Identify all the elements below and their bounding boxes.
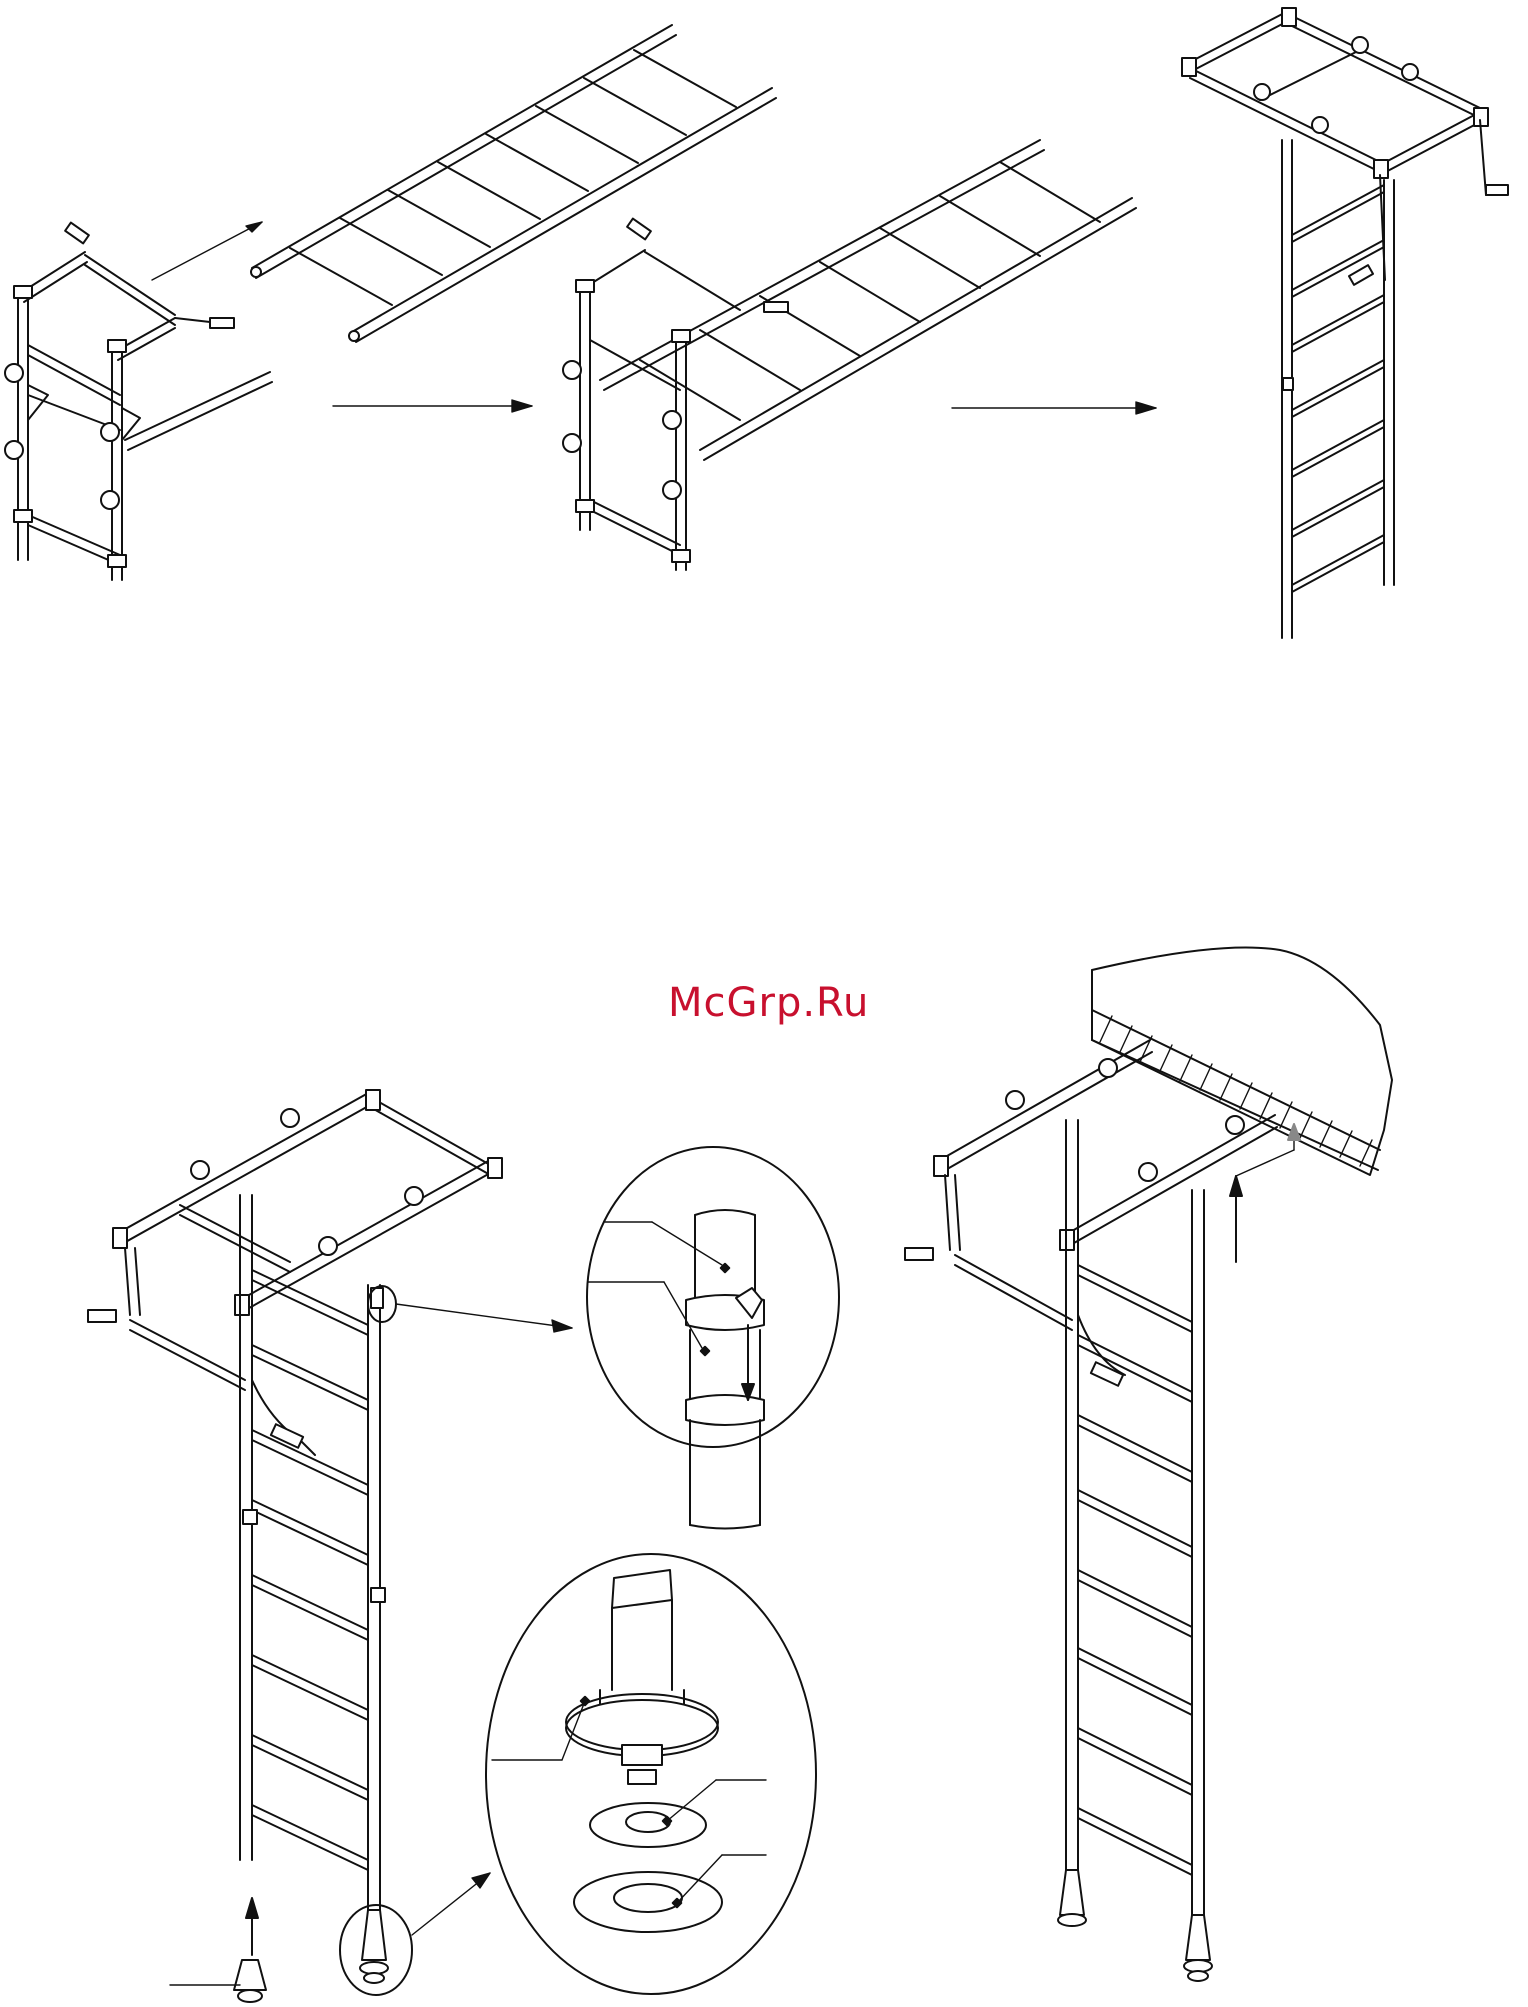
detail-top-tube-clamp <box>587 1147 839 1529</box>
top-arrow-1 <box>152 222 262 280</box>
top-step-2-ladder-attached <box>563 140 1136 570</box>
top-step-1-wall-bar-frame <box>5 223 272 580</box>
bottom-right-installed-to-ceiling <box>905 948 1392 1982</box>
bottom-left-assembled-wall-bars <box>88 1090 502 1995</box>
watermark-text: McGrp.Ru <box>668 980 868 1026</box>
detail-bottom-foot-spacer <box>486 1554 816 1994</box>
top-floating-ladder <box>251 25 776 342</box>
top-arrow-2 <box>333 400 532 412</box>
top-arrow-3 <box>952 402 1156 414</box>
leader-to-bottom-detail <box>412 1873 490 1935</box>
top-step-3-assembled-frame <box>1182 8 1508 638</box>
loose-foot-part <box>170 1898 266 2002</box>
leader-to-top-detail <box>396 1304 572 1332</box>
